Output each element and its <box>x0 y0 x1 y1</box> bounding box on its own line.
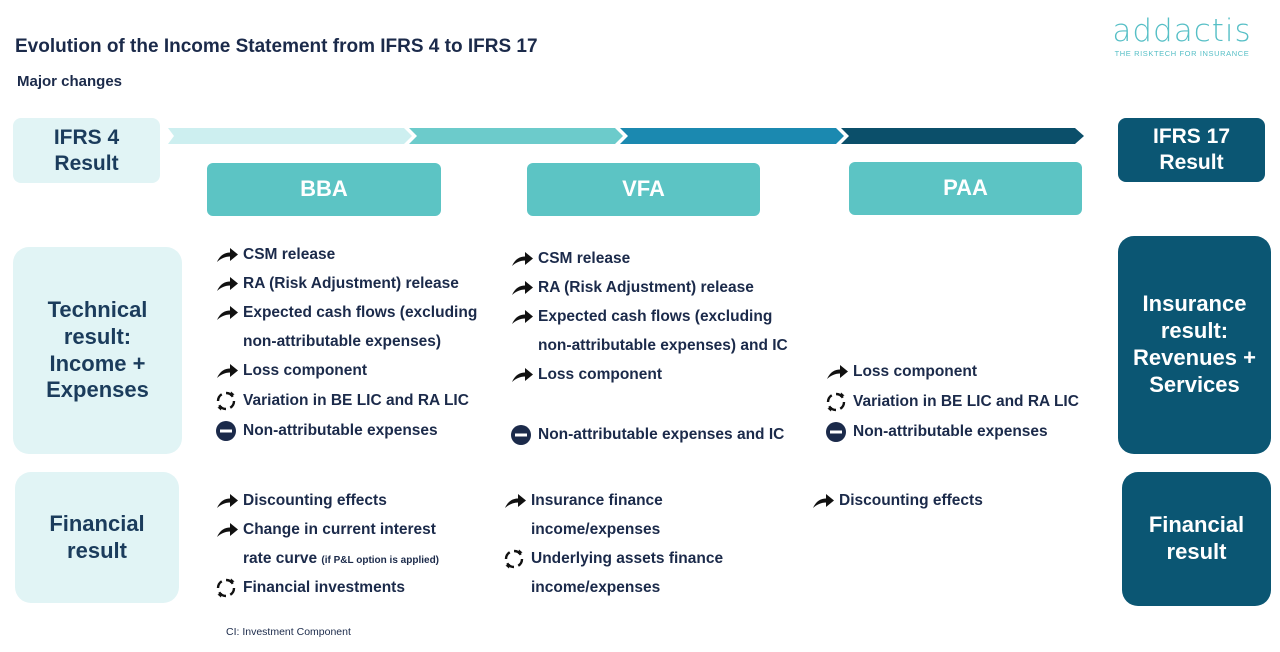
ifrs17-result-box: IFRS 17 Result <box>1118 118 1265 182</box>
list-item: Variation in BE LIC and RA LIC <box>825 387 1079 416</box>
technical-result-box: Technical result: Income + Expenses <box>13 247 182 454</box>
arrow-icon <box>215 486 243 515</box>
logo-name: addactis <box>1112 13 1252 49</box>
list-item: RA (Risk Adjustment) release <box>215 269 459 298</box>
progress-arrow <box>168 128 1084 144</box>
model-bba-label: BBA <box>300 176 348 202</box>
list-item: RA (Risk Adjustment) release <box>510 273 754 302</box>
logo-tagline: THE RISKTECH FOR INSURANCE <box>1114 49 1250 58</box>
insurance-result-label: Insurance result: Revenues + Services <box>1133 291 1256 397</box>
arrow-icon <box>510 273 538 302</box>
insurance-result-box: Insurance result: Revenues + Services <box>1118 236 1271 454</box>
arrow-icon <box>215 269 243 298</box>
ifrs4-result-label: IFRS 4 Result <box>53 125 120 175</box>
minus-icon <box>215 416 243 445</box>
minus-icon <box>825 417 853 446</box>
list-item: Variation in BE LIC and RA LIC <box>215 386 469 415</box>
financial-result-right-label: Financial result <box>1148 512 1245 564</box>
arrow-icon <box>825 357 853 386</box>
cycle-icon <box>215 386 243 415</box>
arrow-segment-2 <box>409 128 623 144</box>
model-paa-label: PAA <box>943 175 988 201</box>
list-item: Non-attributable expenses <box>215 416 438 445</box>
arrow-icon <box>503 486 531 515</box>
minus-icon <box>510 420 538 449</box>
technical-result-label: Technical result: Income + Expenses <box>46 296 149 403</box>
cycle-icon <box>503 544 531 573</box>
arrow-icon <box>215 515 243 544</box>
list-item: Non-attributable expenses <box>825 417 1048 446</box>
list-item: Loss component <box>215 356 367 385</box>
model-paa: PAA <box>849 162 1082 215</box>
financial-result-left-label: Financial result <box>49 510 145 563</box>
list-item: Loss component <box>510 360 662 389</box>
arrow-icon <box>811 486 839 515</box>
arrow-icon <box>215 240 243 269</box>
arrow-icon <box>510 360 538 389</box>
arrow-icon <box>510 244 538 273</box>
financial-result-right-box: Financial result <box>1122 472 1271 606</box>
arrow-segment-4 <box>841 128 1084 144</box>
ifrs17-result-label: IFRS 17 Result <box>1152 125 1231 174</box>
financial-result-left-box: Financial result <box>15 472 179 603</box>
list-item: Loss component <box>825 357 977 386</box>
ifrs4-result-box: IFRS 4 Result <box>13 118 160 183</box>
page-subtitle: Major changes <box>17 73 123 90</box>
arrow-segment-1 <box>168 128 412 144</box>
model-vfa: VFA <box>527 163 760 216</box>
model-vfa-label: VFA <box>622 176 665 202</box>
arrow-segment-3 <box>620 128 844 144</box>
list-item: Financial investments <box>215 573 405 602</box>
arrow-icon <box>215 298 243 327</box>
list-item: Non-attributable expenses and IC <box>510 420 784 449</box>
arrow-icon <box>510 302 538 331</box>
arrow-icon <box>215 356 243 385</box>
list-item: Discounting effects <box>215 486 387 515</box>
list-item: Discounting effects <box>811 486 983 515</box>
list-item: CSM release <box>215 240 335 269</box>
cycle-icon <box>215 573 243 602</box>
list-item: CSM release <box>510 244 630 273</box>
cycle-icon <box>825 387 853 416</box>
page-title: Evolution of the Income Statement from I… <box>15 36 538 57</box>
logo: addactis THE RISKTECH FOR INSURANCE <box>1104 14 1260 58</box>
footnote: CI: Investment Component <box>226 626 351 638</box>
model-bba: BBA <box>207 163 441 216</box>
